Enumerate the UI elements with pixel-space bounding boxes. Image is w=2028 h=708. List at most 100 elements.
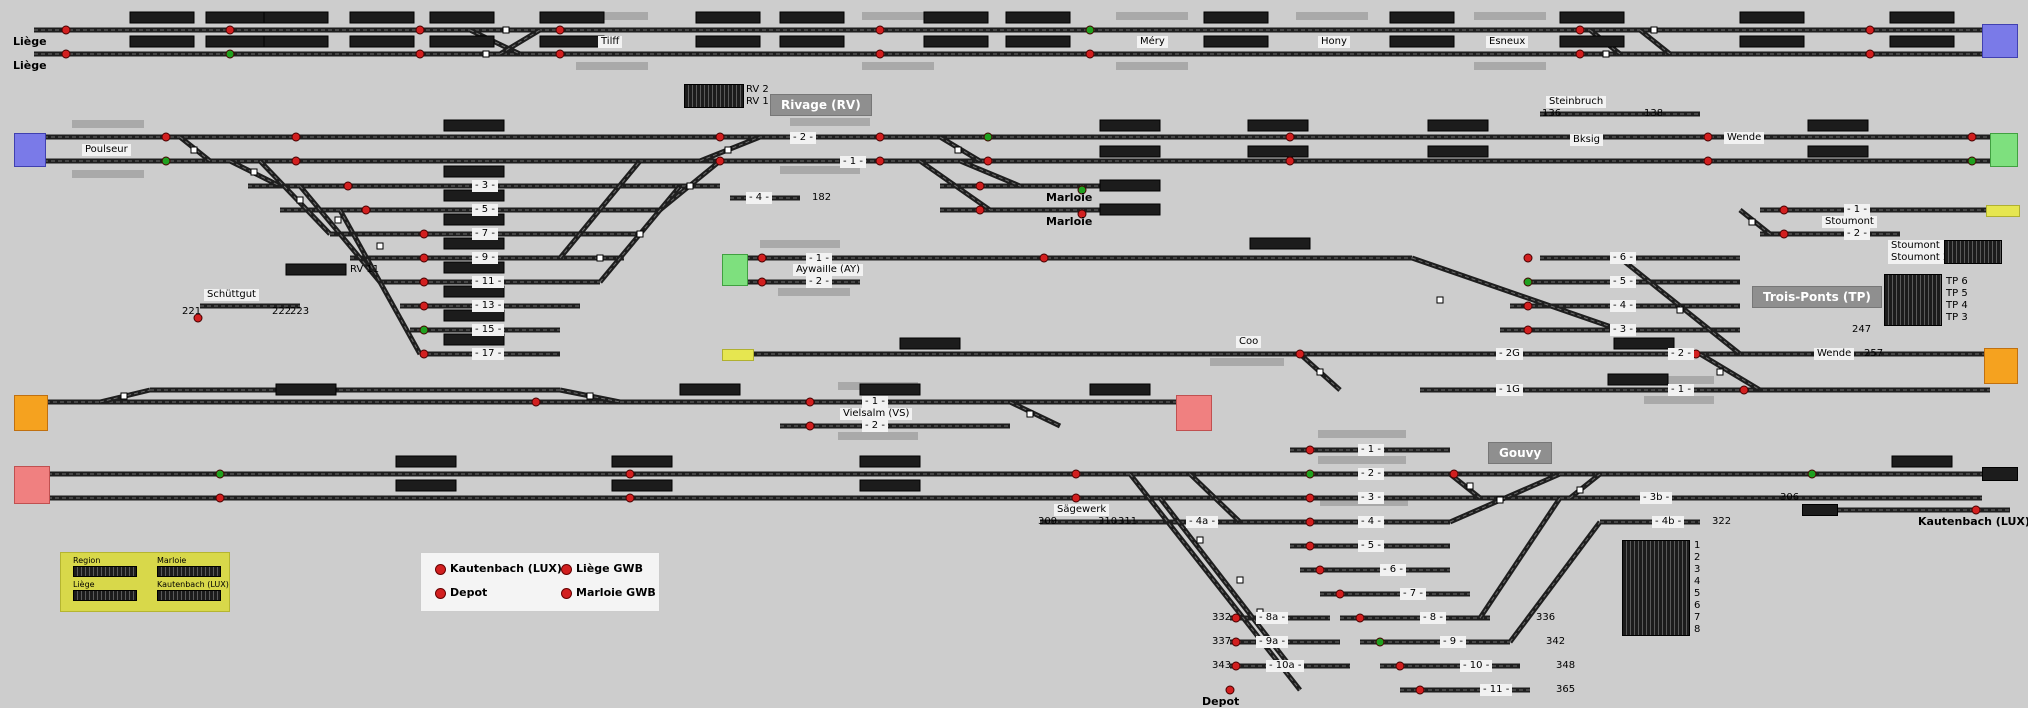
- exit-box-wende-right[interactable]: [1990, 133, 2018, 167]
- signal-icon: [225, 49, 235, 59]
- train-number-display: [1389, 35, 1455, 48]
- station-label-mery: Méry: [1137, 36, 1168, 48]
- track-label-tp-3: - 3 -: [1610, 324, 1636, 336]
- signal-icon: [225, 25, 235, 35]
- track-segment: [1411, 255, 1621, 333]
- train-number-display: [205, 35, 271, 48]
- label-tp5: TP 5: [1946, 288, 1968, 299]
- train-number-display: [263, 11, 329, 24]
- block-number-223: 223: [290, 306, 310, 317]
- train-number-display: [779, 35, 845, 48]
- gwb-depot[interactable]: Depot: [435, 587, 487, 599]
- signal-icon: [625, 493, 635, 503]
- exit-box-wende-tp-right[interactable]: [1984, 348, 2018, 384]
- train-number-display: [1389, 11, 1455, 24]
- train-number-display: [349, 11, 415, 24]
- gwb-kautenbach-label: Kautenbach (LUX): [450, 562, 562, 575]
- gwb-depot-label: Depot: [450, 586, 488, 599]
- station-label-hony: Hony: [1318, 36, 1350, 48]
- exit-box-stoumont-right[interactable]: [1986, 205, 2020, 217]
- exit-box-gouvy-left[interactable]: [14, 466, 50, 504]
- signal-icon: [715, 132, 725, 142]
- exit-box-vielsalm-left[interactable]: [14, 395, 48, 431]
- exit-box-poulseur-left[interactable]: [14, 133, 46, 167]
- station-label-tilff: Tilff: [598, 36, 623, 48]
- depot-list-4: 4: [1694, 576, 1701, 587]
- exit-box-coo-left[interactable]: [722, 349, 754, 361]
- signal-icon: [1071, 493, 1081, 503]
- switch-icon: [1436, 296, 1444, 304]
- legend-display-liege: [73, 590, 137, 601]
- signal-icon: [61, 25, 71, 35]
- exit-box-kautenbach-lower[interactable]: [1802, 504, 1838, 516]
- block-number-343: 343: [1212, 660, 1232, 671]
- signal-icon: [161, 156, 171, 166]
- train-number-display: [1427, 119, 1489, 132]
- exit-box-aywaille-left[interactable]: [722, 254, 748, 286]
- stoumont-list-display: [1944, 240, 2002, 264]
- station-label-kautenbach: Kautenbach (LUX): [1918, 515, 2028, 528]
- train-number-display: [923, 11, 989, 24]
- train-number-display: [1099, 145, 1161, 158]
- exit-box-liege-right[interactable]: [1982, 24, 2018, 58]
- switch-icon: [334, 216, 342, 224]
- legend-display-kautenbach: [157, 590, 221, 601]
- block-number-221: 221: [182, 306, 202, 317]
- block-number-136: 136: [1542, 108, 1562, 119]
- exit-box-vielsalm-right[interactable]: [1176, 395, 1212, 431]
- track-segment: [298, 184, 382, 284]
- track-label-yard-7: - 7 -: [472, 228, 498, 240]
- station-label-aywaille: Aywaille (AY): [793, 264, 864, 276]
- track-segment-detail: [499, 29, 541, 55]
- track-label-gv-10a: - 10a -: [1266, 660, 1305, 672]
- train-number-display: [695, 11, 761, 24]
- train-number-display: [263, 35, 329, 48]
- signal-icon: [1523, 301, 1533, 311]
- gwb-marloie[interactable]: Marloie GWB: [561, 587, 656, 599]
- track-segment-detail: [229, 160, 281, 187]
- station-title-gouvy: Gouvy: [1488, 442, 1553, 464]
- legend-kautenbach: Kautenbach (LUX): [157, 580, 229, 589]
- signal-icon: [1967, 132, 1977, 142]
- train-number-display: [443, 165, 505, 178]
- signal-icon: [983, 156, 993, 166]
- signal-icon: [61, 49, 71, 59]
- platform: [1474, 12, 1546, 20]
- gwb-liege[interactable]: Liège GWB: [561, 563, 643, 575]
- train-number-display: [129, 35, 195, 48]
- exit-box-kautenbach[interactable]: [1982, 467, 2018, 481]
- station-label-bksig: Bksig: [1570, 134, 1603, 146]
- train-number-display: [1203, 11, 1269, 24]
- track-segment-detail: [699, 136, 761, 162]
- platform: [1644, 396, 1714, 404]
- track-label-gv-7: - 7 -: [1400, 588, 1426, 600]
- train-number-display: [1889, 35, 1955, 48]
- switch-icon: [1026, 410, 1034, 418]
- signal-icon: [419, 325, 429, 335]
- signal-icon: [1865, 49, 1875, 59]
- train-number-display: [1089, 383, 1151, 396]
- led-icon: [561, 563, 572, 575]
- signal-icon: [215, 469, 225, 479]
- signal-icon: [1971, 505, 1981, 515]
- train-number-display: [1889, 11, 1955, 24]
- track-segment-detail: [1699, 353, 1761, 391]
- switch-icon: [1576, 486, 1584, 494]
- signal-icon: [715, 156, 725, 166]
- platform: [1474, 62, 1546, 70]
- track-label-yard-3: - 3 -: [472, 180, 498, 192]
- train-number-display: [859, 455, 921, 468]
- track-label-yard-13: - 13 -: [472, 300, 505, 312]
- signal-icon: [1807, 469, 1817, 479]
- station-label-coo: Coo: [1236, 336, 1262, 348]
- train-number-display: [779, 11, 845, 24]
- track-segment-detail: [469, 29, 521, 55]
- station-label-wende-1: Wende: [1724, 132, 1765, 144]
- rv-list-display: [684, 84, 744, 108]
- gwb-kautenbach[interactable]: Kautenbach (LUX): [435, 563, 562, 575]
- train-number-display: [205, 11, 271, 24]
- track-label-yard-5: - 5 -: [472, 204, 498, 216]
- train-number-display: [1739, 35, 1805, 48]
- track-segment-detail: [1299, 353, 1341, 391]
